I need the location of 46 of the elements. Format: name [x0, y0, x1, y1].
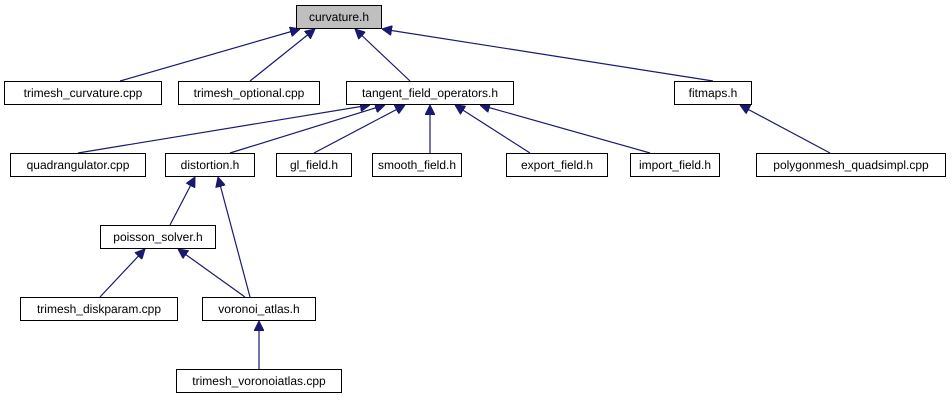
arrow [230, 102, 386, 154]
file-name: export_field.h [520, 158, 594, 172]
file-name: polygonmesh_quadsimpl.cpp [773, 158, 929, 172]
arrow [740, 104, 830, 154]
arrow [454, 104, 530, 154]
file-name: fitmaps.h [688, 86, 738, 100]
arrow [100, 248, 146, 298]
file-name: trimesh_voronoiatlas.cpp [192, 374, 326, 388]
arrow [169, 176, 196, 226]
file-box [756, 153, 946, 177]
file-box [176, 369, 342, 393]
file-box [630, 153, 720, 177]
arrow [424, 104, 436, 153]
arrow [250, 28, 316, 82]
file-box [346, 81, 514, 105]
file-name: distortion.h [180, 158, 240, 172]
file-name: quadrangulator.cpp [26, 158, 130, 172]
highlighted-file-box [296, 5, 382, 29]
file-name: trimesh_optional.cpp [194, 86, 304, 100]
file-box [20, 297, 178, 321]
arrow [178, 248, 246, 298]
file-box [165, 153, 255, 177]
file-box [276, 153, 352, 177]
file-box [202, 297, 316, 321]
file-box [178, 81, 320, 105]
file-name: smooth_field.h [378, 158, 456, 172]
file-name: curvature.h [308, 10, 370, 24]
arrow [382, 25, 714, 82]
arrow [120, 26, 300, 82]
file-box [372, 153, 462, 177]
file-name: tangent_field_operators.h [362, 86, 498, 100]
file-box [506, 153, 608, 177]
file-name: voronoi_atlas.h [218, 302, 300, 316]
file-name: trimesh_curvature.cpp [24, 86, 142, 100]
file-name: poisson_solver.h [113, 230, 203, 244]
file-box [10, 153, 146, 177]
arrow [354, 28, 410, 82]
arrow [314, 104, 406, 154]
arrow [254, 320, 264, 369]
file-box [100, 225, 216, 249]
file-box [4, 81, 162, 105]
arrow [215, 176, 251, 298]
file-box [674, 81, 752, 105]
file-name: import_field.h [638, 158, 712, 172]
file-name: trimesh_diskparam.cpp [36, 302, 162, 316]
file-name: gl_field.h [290, 158, 338, 172]
